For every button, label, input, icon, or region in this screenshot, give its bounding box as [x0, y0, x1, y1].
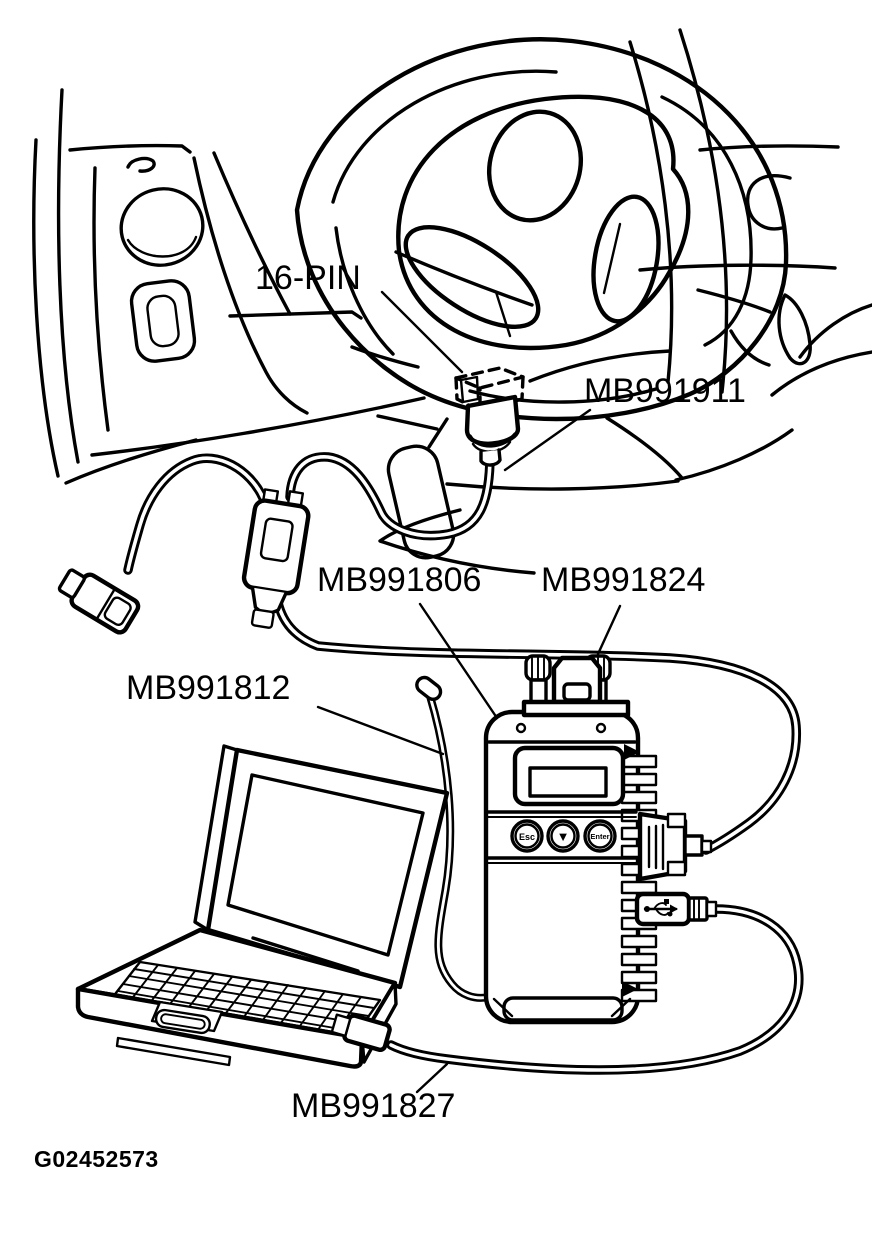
cable-mb991812 [415, 675, 492, 1002]
esc-button: Esc [510, 819, 544, 853]
leader-16pin [380, 290, 464, 374]
enter-button-label: Enter [590, 832, 609, 841]
label-16-pin: 16-PIN [255, 259, 361, 297]
label-mb991911: MB991911 [584, 372, 746, 410]
steering-column-edge [628, 40, 674, 384]
cable-mb991911-dlc [285, 450, 495, 541]
branch-connector [57, 568, 141, 635]
scan-tool-top-connector [521, 654, 631, 718]
enter-button: Enter [583, 819, 617, 853]
cable-long-to-scan-tool [272, 593, 802, 855]
down-arrow-button-label: ▼ [557, 829, 570, 844]
cable-branch-left [123, 453, 268, 575]
laptop-display [226, 773, 425, 957]
label-mb991824: MB991824 [541, 561, 706, 599]
laptop-usb-plug [330, 1013, 392, 1053]
harness-junction-box [241, 488, 311, 629]
label-mb991827: MB991827 [291, 1087, 456, 1125]
esc-button-label: Esc [519, 832, 535, 842]
steering-column-edge [678, 28, 729, 394]
leader-mb991824 [596, 604, 622, 656]
label-mb991812: MB991812 [126, 669, 291, 707]
dlc-plug [464, 394, 521, 467]
cable-end-cap [415, 675, 443, 701]
scan-tool: Esc ▼ Enter [483, 654, 658, 1025]
cable-mb991827-usb [386, 904, 804, 1075]
steering-wheel [294, 28, 789, 422]
leader-mb991827 [415, 1062, 449, 1094]
leader-mb991806 [418, 602, 499, 720]
figure-code: G02452573 [34, 1146, 159, 1172]
leader-mb991911 [503, 408, 592, 472]
serial-connector [637, 811, 713, 882]
down-arrow-button: ▼ [546, 819, 580, 853]
leader-lines [316, 290, 622, 1094]
dashboard-artwork [32, 88, 872, 575]
scan-tool-display [512, 745, 626, 807]
scan-tool-usb-port [634, 891, 718, 927]
laptop [75, 744, 450, 1069]
label-mb991806: MB991806 [317, 561, 482, 599]
leader-mb991812 [316, 705, 445, 756]
